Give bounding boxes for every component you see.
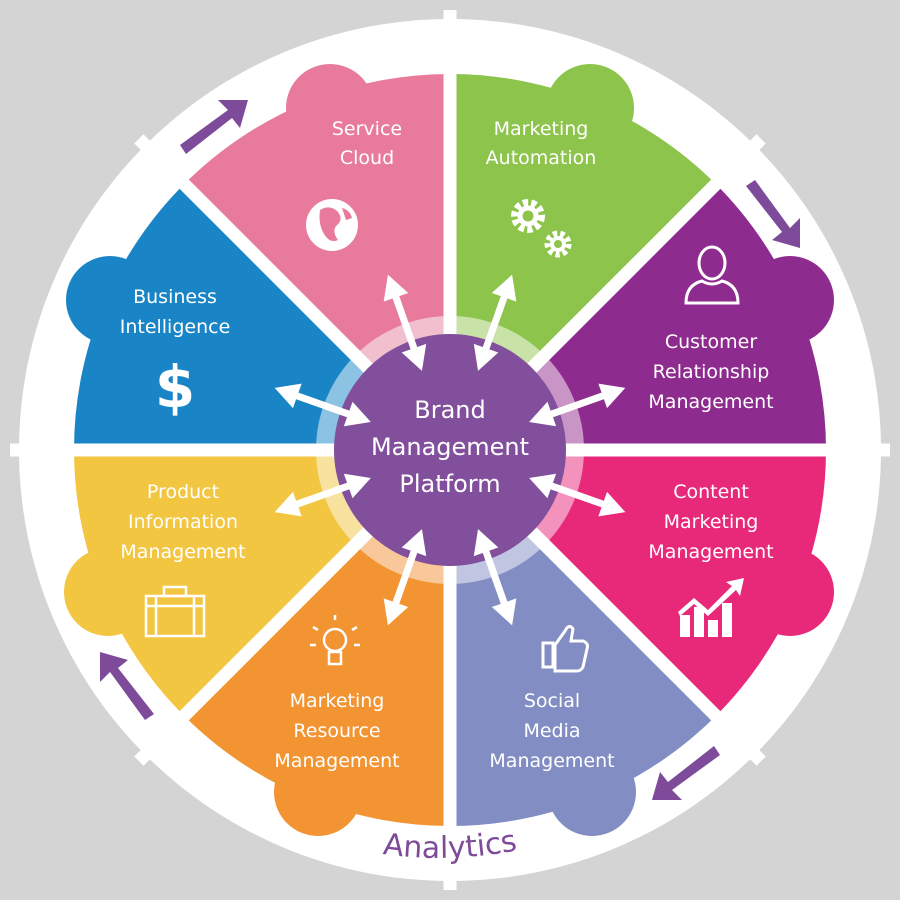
segment-label-service-cloud: Service Cloud [332, 118, 402, 169]
center-line: Platform [399, 470, 500, 498]
center-line: Management [371, 433, 529, 461]
label-line: Content [673, 481, 749, 503]
arrow-head [598, 491, 626, 517]
arrow-head [343, 473, 371, 499]
thumbs-up-icon [541, 624, 589, 673]
label-line: Management [120, 541, 245, 563]
segment-label-business-intelligence: Business Intelligence [120, 286, 231, 338]
label-line: Marketing [290, 690, 385, 712]
label-line: Media [523, 720, 580, 742]
label-line: Information [128, 511, 238, 533]
double-arrow-business-intelligence [274, 383, 371, 427]
segment-label-content-marketing-management: Content Marketing Management [648, 481, 773, 563]
arrow-head [598, 383, 626, 409]
label-line: Marketing [664, 511, 759, 533]
cycle-arrow-bottom-left [100, 652, 154, 720]
person-icon [684, 245, 740, 305]
cycle-arrow-bottom-right [652, 746, 720, 800]
arrow-head [401, 343, 427, 371]
double-arrow-social-media-management [473, 529, 517, 626]
double-arrow-product-information-management [274, 473, 371, 517]
segment-label-marketing-resource-management: Marketing Resource Management [274, 690, 399, 772]
arrow-head [529, 473, 557, 499]
label-line: Resource [293, 720, 380, 742]
label-line: Automation [486, 147, 597, 169]
label-line: Management [648, 391, 773, 413]
segment-label-social-media-management: Social Media Management [489, 690, 614, 772]
label-line: Management [274, 750, 399, 772]
arrow-head [343, 401, 371, 427]
cycle-arrows [100, 100, 800, 800]
arrow-head [491, 274, 517, 302]
arrow-head [383, 598, 409, 626]
double-arrow-content-marketing-management [529, 473, 626, 517]
lightbulb-icon [310, 615, 360, 666]
arrow-head [473, 343, 499, 371]
center-hub [334, 334, 566, 566]
label-line: Relationship [653, 361, 770, 383]
segment-label-product-information-management: Product Information Management [120, 481, 245, 563]
label-line: Service [332, 118, 402, 140]
growth-chart-icon [678, 578, 744, 637]
arrow-head [529, 401, 557, 427]
label-line: Business [133, 286, 217, 308]
double-arrow-customer-relationship-management [529, 383, 626, 427]
gears-icon [511, 199, 572, 258]
label-line: Management [489, 750, 614, 772]
segment-label-customer-relationship-management: Customer Relationship Management [648, 331, 773, 413]
label-line: Marketing [494, 118, 589, 140]
segment-label-marketing-automation: Marketing Automation [486, 118, 597, 169]
cycle-arrow-top-right [746, 180, 800, 248]
briefcase-icon [144, 585, 206, 638]
label-line: Social [524, 690, 580, 712]
center-line: Brand [414, 396, 485, 424]
label-line: Management [648, 541, 773, 563]
label-line: Product [147, 481, 219, 503]
arrow-head [491, 598, 517, 626]
double-arrow-marketing-automation [473, 274, 517, 371]
arrow-head [383, 274, 409, 302]
center-title: Brand Management Platform [371, 396, 529, 498]
label-line: Intelligence [120, 316, 231, 338]
dollar-icon: $ [155, 353, 195, 421]
arrow-head [401, 529, 427, 557]
arrow-head [473, 529, 499, 557]
svg-text:$: $ [155, 353, 195, 421]
double-arrow-service-cloud [383, 274, 427, 371]
globe-icon [306, 199, 358, 251]
arrow-head [274, 383, 302, 409]
label-line: Cloud [340, 147, 394, 169]
arrow-head [274, 491, 302, 517]
cycle-arrow-top-left [180, 100, 248, 154]
double-arrow-marketing-resource-management [383, 529, 427, 626]
label-line: Customer [665, 331, 757, 353]
